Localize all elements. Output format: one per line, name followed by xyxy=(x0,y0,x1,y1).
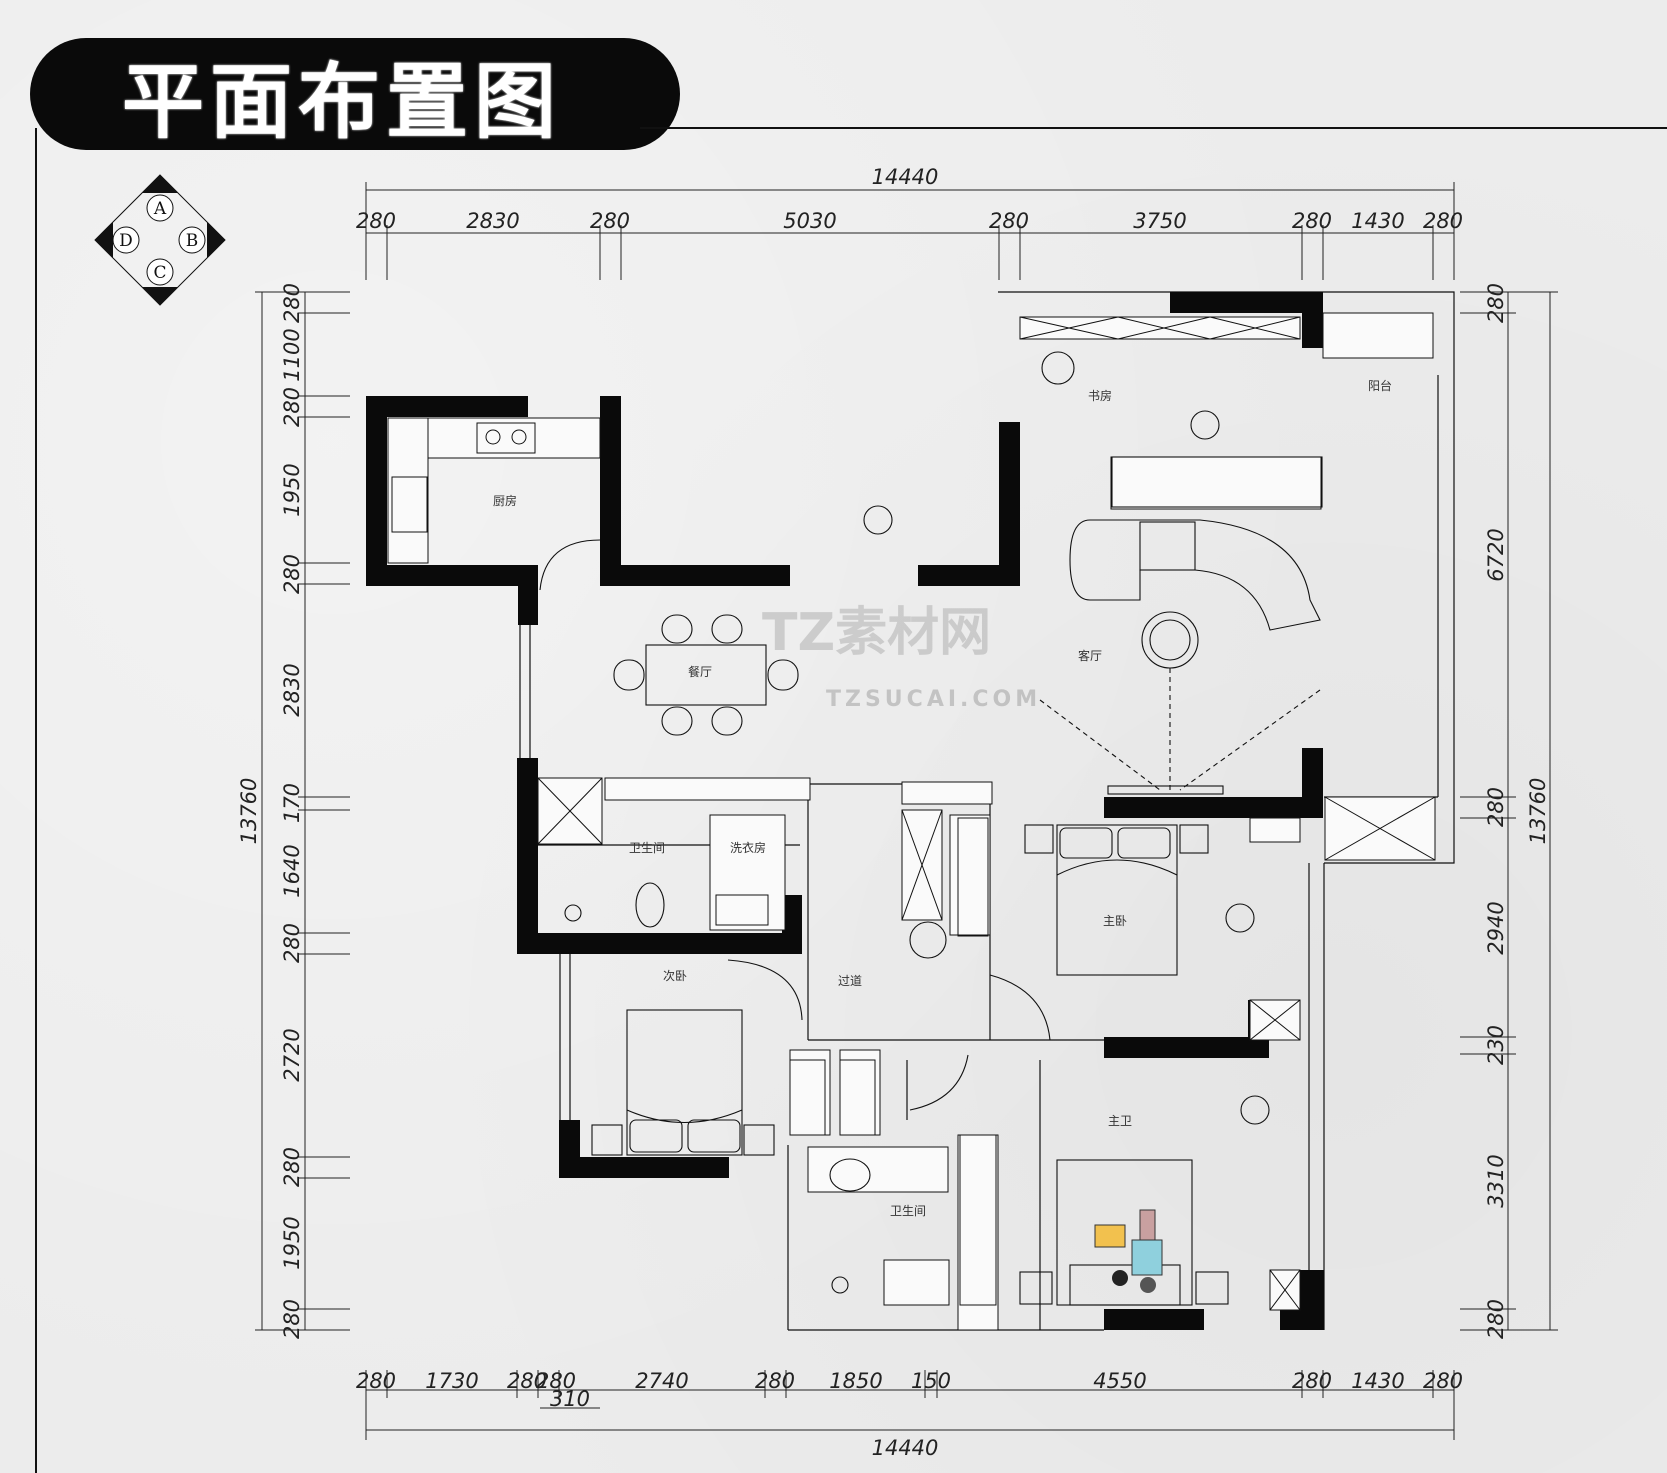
compass-label-c: C xyxy=(153,263,166,283)
dim-right-6: 3310 xyxy=(1484,1154,1508,1207)
dim-left-2: 1100 xyxy=(280,328,304,381)
dim-top-7: 280 xyxy=(1292,209,1332,233)
room-label-master: 主卧 xyxy=(1103,914,1127,928)
furniture xyxy=(539,351,1323,1306)
room-label-corridor: 过道 xyxy=(838,974,862,988)
dim-right-2: 6720 xyxy=(1484,528,1508,581)
dim-top-3: 280 xyxy=(590,209,630,233)
dim-bottom-4: 280 xyxy=(536,1369,576,1393)
dim-top-4: 5030 xyxy=(783,209,836,233)
dim-left-3: 280 xyxy=(280,387,304,427)
room-label-kitchen: 厨房 xyxy=(493,493,517,508)
room-label-bedroom2: 次卧 xyxy=(663,969,687,983)
room-label-bath1: 卫生间 xyxy=(629,841,665,855)
dim-top-total: 14440 xyxy=(872,165,939,189)
dim-left-10: 2720 xyxy=(280,1028,304,1081)
watermark: TZ素材网 TZSUCAI.COM xyxy=(762,603,1041,712)
room-label-balcony: 阳台 xyxy=(1368,378,1392,393)
dim-left-11: 280 xyxy=(280,1147,304,1187)
room-label-dining: 餐厅 xyxy=(688,664,712,679)
dimension-lines xyxy=(255,182,1558,1440)
dim-top-9: 280 xyxy=(1423,209,1463,233)
dim-bottom-9: 4550 xyxy=(1093,1369,1146,1393)
dim-left-7: 170 xyxy=(280,783,304,823)
room-label-study: 书房 xyxy=(1088,388,1112,403)
dim-left-9: 280 xyxy=(280,923,304,963)
compass-label-a: A xyxy=(153,199,167,219)
title-banner: 平面布置图 xyxy=(30,38,680,150)
room-label-bath2: 卫生间 xyxy=(890,1204,926,1218)
dim-left-4: 1950 xyxy=(280,463,304,516)
dim-bottom-6: 280 xyxy=(755,1369,795,1393)
dim-bottom-11: 1430 xyxy=(1351,1369,1404,1393)
dim-right-3: 280 xyxy=(1484,787,1508,827)
room-labels: 厨房 餐厅 客厅 书房 过道 次卧 主卧 卫生间 洗衣房 卫生间 阳台 主卫 xyxy=(493,378,1392,1218)
dim-left-6: 2830 xyxy=(280,663,304,716)
dim-right-total: 13760 xyxy=(1526,778,1550,845)
compass-symbol: A B C D xyxy=(94,174,226,306)
dim-top-5: 280 xyxy=(989,209,1029,233)
watermark-url: TZSUCAI.COM xyxy=(826,687,1041,712)
watermark-brand: TZ素材网 xyxy=(762,603,991,663)
room-label-laundry: 洗衣房 xyxy=(730,840,766,855)
dim-bottom-1: 280 xyxy=(356,1369,396,1393)
sheet-frame xyxy=(35,127,1667,1473)
room-label-master-bath: 主卫 xyxy=(1108,1114,1132,1128)
dim-left-total: 13760 xyxy=(237,778,261,845)
room-label-living: 客厅 xyxy=(1078,648,1102,663)
dim-bottom-sub: 310 xyxy=(550,1387,590,1411)
dim-top-8: 1430 xyxy=(1351,209,1404,233)
dim-top-6: 3750 xyxy=(1133,209,1186,233)
dim-left-13: 280 xyxy=(280,1299,304,1339)
people-figures xyxy=(1094,1209,1163,1293)
windows-and-cabinets xyxy=(387,312,1436,1331)
dim-right-7: 280 xyxy=(1484,1299,1508,1339)
dim-right-1: 280 xyxy=(1484,283,1508,323)
dim-left-12: 1950 xyxy=(280,1216,304,1269)
dim-bottom-10: 280 xyxy=(1292,1369,1332,1393)
dim-left-5: 280 xyxy=(280,554,304,594)
page-title: 平面布置图 xyxy=(122,54,563,150)
dim-bottom-total: 14440 xyxy=(872,1436,939,1460)
dim-right-4: 2940 xyxy=(1484,901,1508,954)
dim-top-2: 2830 xyxy=(466,209,519,233)
dim-left-8: 1640 xyxy=(280,844,304,897)
dimension-labels: 14440 280 2830 280 5030 280 3750 280 143… xyxy=(237,165,1550,1460)
dim-bottom-7: 1850 xyxy=(829,1369,882,1393)
dim-bottom-5: 2740 xyxy=(635,1369,688,1393)
dim-left-1: 280 xyxy=(280,283,304,323)
dim-right-5: 230 xyxy=(1484,1025,1508,1065)
dim-top-1: 280 xyxy=(356,209,396,233)
dim-bottom-8: 150 xyxy=(911,1369,951,1393)
compass-label-b: B xyxy=(186,231,199,251)
dim-bottom-2: 1730 xyxy=(425,1369,478,1393)
compass-label-d: D xyxy=(119,231,133,251)
dim-bottom-12: 280 xyxy=(1423,1369,1463,1393)
dim-bottom-3: 280 xyxy=(507,1369,547,1393)
